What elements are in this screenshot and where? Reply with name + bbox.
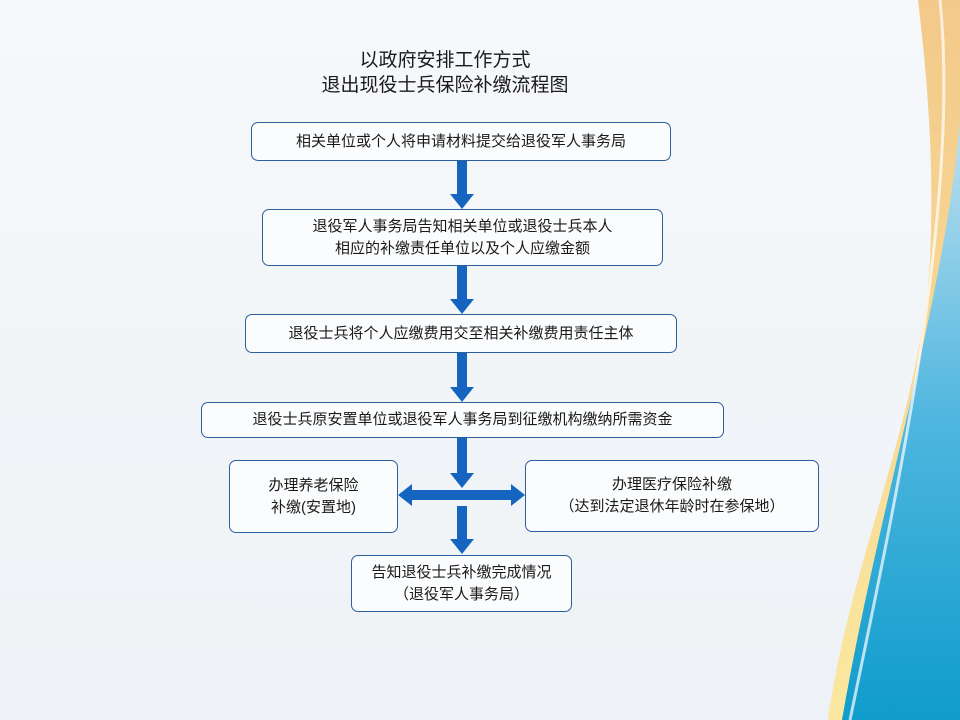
- step-text: 退役士兵原安置单位或退役军人事务局到征缴机构缴纳所需资金: [252, 411, 673, 428]
- step-text: 退役士兵将个人应缴费用交至相关补缴费用责任主体: [288, 324, 634, 342]
- step-text: 补缴(安置地): [271, 498, 356, 516]
- arrow-down-3: [450, 353, 474, 402]
- step-text: 退役军人事务局告知相关单位或退役士兵本人: [312, 217, 613, 235]
- step-text: 办理养老保险: [268, 476, 359, 494]
- step-notify-completion: 告知退役士兵补缴完成情况 （退役军人事务局）: [351, 555, 572, 612]
- step-pension-insurance: 办理养老保险 补缴(安置地): [229, 460, 398, 533]
- title-line-2: 退出现役士兵保险补缴流程图: [321, 75, 569, 96]
- step-pay-funds: 退役士兵原安置单位或退役军人事务局到征缴机构缴纳所需资金: [201, 402, 724, 438]
- page-title: 以政府安排工作方式 退出现役士兵保险补缴流程图: [0, 48, 890, 98]
- arrow-down-4: [450, 438, 474, 488]
- arrow-down-2: [450, 266, 474, 314]
- arrow-down-1: [450, 161, 474, 209]
- step-medical-insurance: 办理医疗保险补缴 （达到法定退休年龄时在参保地）: [525, 460, 819, 532]
- step-submit-application: 相关单位或个人将申请材料提交给退役军人事务局: [251, 122, 671, 161]
- step-text: （退役军人事务局）: [393, 585, 529, 603]
- arrow-bidirectional: [398, 484, 525, 506]
- step-notify-amount: 退役军人事务局告知相关单位或退役士兵本人 相应的补缴责任单位以及个人应缴金额: [262, 209, 663, 266]
- step-text: 告知退役士兵补缴完成情况: [371, 563, 552, 581]
- step-text: （达到法定退休年龄时在参保地）: [559, 498, 785, 515]
- step-text: 办理医疗保险补缴: [611, 476, 732, 493]
- arrow-down-5: [450, 506, 474, 554]
- step-text: 相关单位或个人将申请材料提交给退役军人事务局: [295, 132, 626, 150]
- step-text: 相应的补缴责任单位以及个人应缴金额: [334, 239, 590, 257]
- title-line-1: 以政府安排工作方式: [359, 50, 531, 71]
- step-pay-personal-fee: 退役士兵将个人应缴费用交至相关补缴费用责任主体: [245, 314, 677, 353]
